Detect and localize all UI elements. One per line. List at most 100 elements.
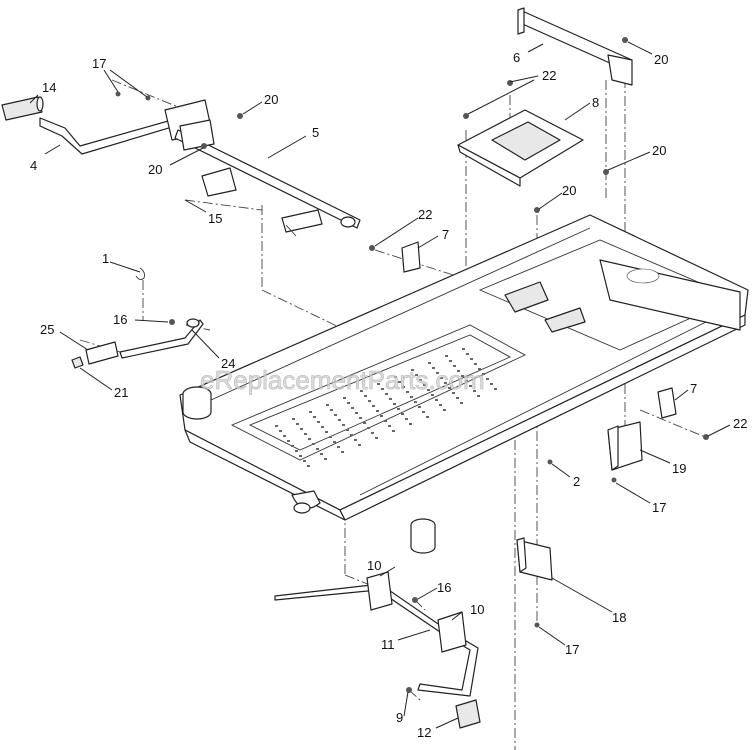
floor-hole [393,403,396,405]
floor-hole [360,390,363,392]
floor-hole [376,410,379,412]
floor-hole [398,381,401,383]
floor-hole [409,423,412,425]
floor-hole [342,424,345,426]
floor-hole [405,418,408,420]
floor-hole [316,448,319,450]
floor-hole [444,382,447,384]
callout-2: 2 [573,474,580,489]
watermark-text: eReplacementParts.com [200,365,485,395]
callout-20-shaft: 20 [264,92,278,107]
floor-hole [354,439,357,441]
floor-hole [456,397,459,399]
floor-hole [341,451,344,453]
floor-hole [317,421,320,423]
callout-6: 6 [513,50,520,65]
floor-hole [334,414,337,416]
floor-hole [333,441,336,443]
callout-10-right: 10 [470,602,484,617]
callout-22-top: 22 [542,68,556,83]
floor-hole [470,358,473,360]
callout-1: 1 [102,251,109,266]
floor-hole [406,391,409,393]
floor-hole [388,425,391,427]
floor-hole [436,372,439,374]
floor-hole [296,423,299,425]
callout-5: 5 [312,125,319,140]
callout-25: 25 [40,322,54,337]
callout-17-top: 17 [92,56,106,71]
part-18-bracket [516,537,553,581]
floor-hole [423,384,426,386]
floor-hole [457,370,460,372]
floor-hole [449,360,452,362]
floor-hole [431,394,434,396]
callout-18: 18 [612,610,626,625]
floor-hole [343,397,346,399]
callout-22-mid: 22 [418,207,432,222]
part-21-nut [71,356,84,369]
floor-hole [394,376,397,378]
floor-hole [448,387,451,389]
callout-20-top: 20 [654,52,668,67]
floor-hole [325,431,328,433]
floor-hole [466,353,469,355]
floor-hole [346,429,349,431]
part-8-plate [457,109,584,187]
floor-hole [355,412,358,414]
floor-hole [461,375,464,377]
floor-hole [358,444,361,446]
floor-hole [427,389,430,391]
floor-hole [377,383,380,385]
floor-hole [292,418,295,420]
floor-hole [338,419,341,421]
floor-hole [418,406,421,408]
floor-hole [440,377,443,379]
callout-7-upper: 7 [442,227,449,242]
floor-hole [385,393,388,395]
floor-plate-holes [275,348,497,467]
callout-11: 11 [381,637,395,652]
floor-hole [287,440,290,442]
floor-hole [326,404,329,406]
part-24-rod [119,318,204,359]
floor-hole [452,392,455,394]
floor-hole [397,408,400,410]
callout-17-right: 17 [652,500,666,515]
floor-hole [474,363,477,365]
floor-hole [364,395,367,397]
part-7-upper [401,241,421,273]
floor-hole [313,416,316,418]
floor-hole [426,416,429,418]
callout-20-right: 20 [652,143,666,158]
floor-hole [473,390,476,392]
floor-hole [279,430,282,432]
floor-hole [415,374,418,376]
floor-hole [432,367,435,369]
floor-hole [320,453,323,455]
floor-hole [477,395,480,397]
floor-hole [494,388,497,390]
floor-hole [443,409,446,411]
floor-hole [309,411,312,413]
callout-22-right: 22 [733,416,747,431]
floor-hole [291,445,294,447]
floor-hole [486,378,489,380]
floor-hole [299,455,302,457]
floor-hole [389,398,392,400]
callout-19: 19 [672,461,686,476]
callout-12: 12 [417,725,431,740]
callout-4: 4 [30,158,37,173]
floor-hole [350,434,353,436]
callout-10-left: 10 [367,558,381,573]
part-12-foot-block [455,699,481,729]
floor-hole [321,426,324,428]
leader-lines [29,41,731,729]
part-14-grip [1,96,44,121]
floor-hole [307,465,310,467]
floor-hole [295,450,298,452]
floor-hole [329,436,332,438]
callout-16-lower: 16 [437,580,451,595]
